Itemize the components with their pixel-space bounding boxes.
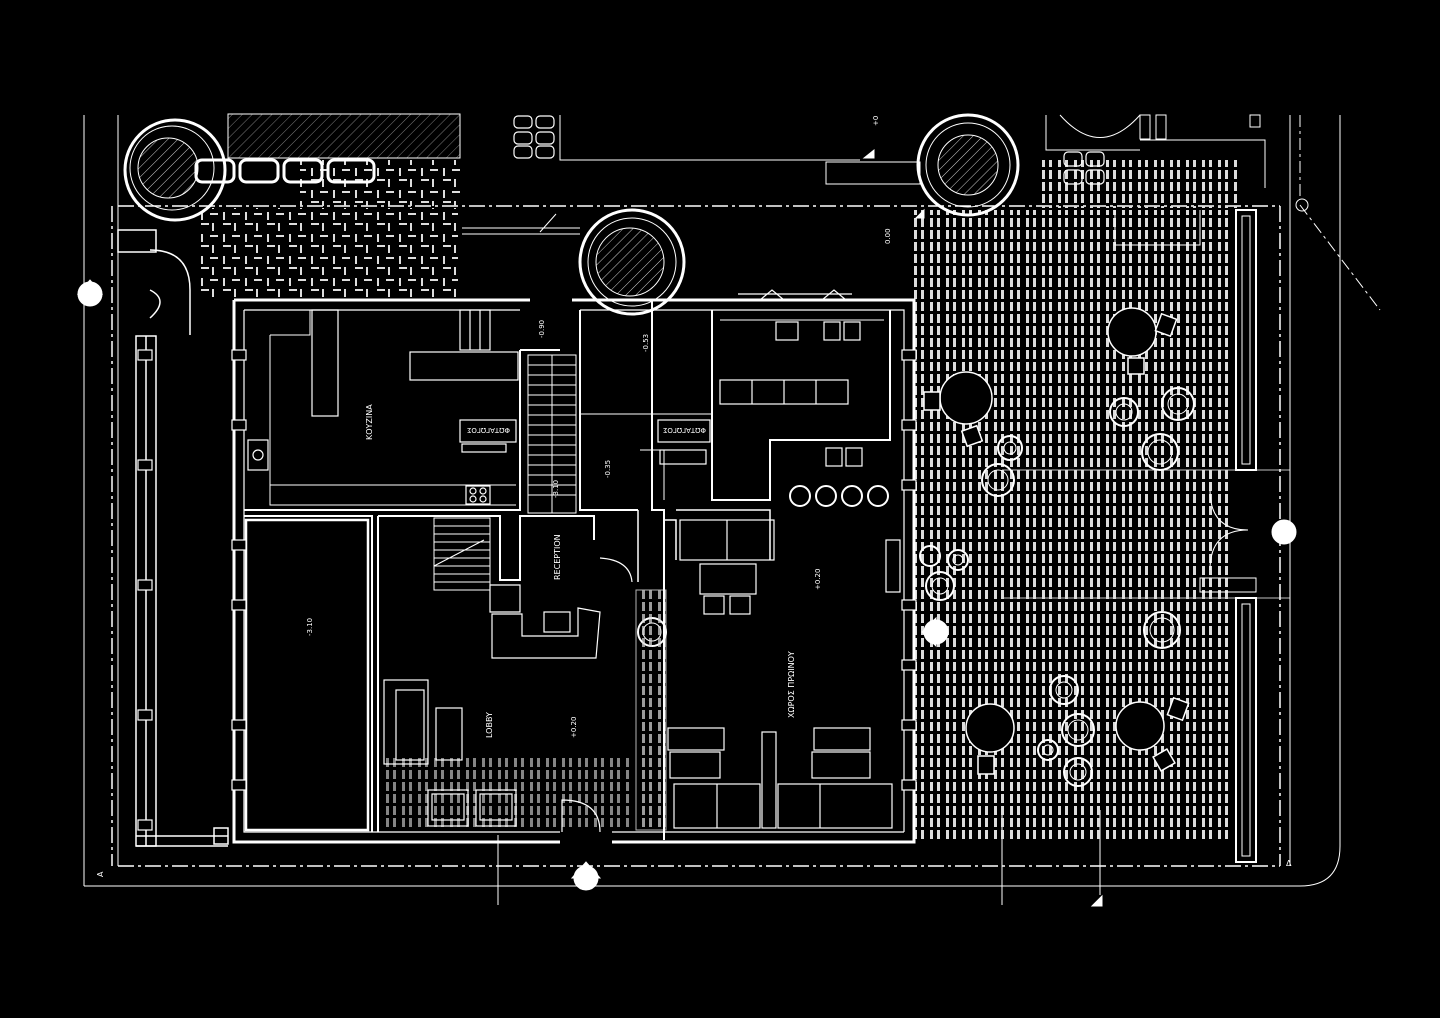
east-planters [1199, 209, 1257, 863]
column-strip [635, 589, 667, 831]
window-marks [137, 349, 917, 831]
paving-north [196, 208, 458, 300]
level-core: -0.53 [642, 334, 650, 352]
timber-deck [228, 114, 460, 158]
reception-label: RECEPTION [553, 534, 562, 580]
lobby-stair [433, 517, 491, 591]
breakfast-label: ΧΩΡΟΣ ΠΡΩΙΝΟΥ [787, 651, 796, 718]
kitchen-fixtures [247, 309, 711, 505]
terrace-tables [923, 307, 1190, 775]
level-stair-mid: -0.35 [604, 460, 612, 478]
level-stair-top: -0.90 [538, 320, 546, 338]
reception-desk [489, 584, 601, 659]
lobby-furniture [383, 557, 633, 833]
level-breakfast: +0.20 [814, 569, 822, 590]
section-mark-right: Δ [1286, 859, 1292, 868]
level-garden: 0.00 [884, 228, 892, 244]
entrance-markers [76, 148, 1297, 907]
main-stair [527, 354, 577, 514]
planter-benches [194, 158, 376, 184]
north-features [462, 114, 1266, 246]
stone-blocks [513, 115, 1105, 185]
level-lobby: +0.20 [570, 717, 578, 738]
level-top: +0 [872, 116, 880, 126]
kitchen-label: ΚΟΥΖΙΝΑ [365, 404, 374, 440]
tree-northwest [123, 118, 227, 222]
level-basement: -3.10 [306, 618, 314, 636]
lobby-label: LOBBY [485, 712, 494, 738]
breakfast-furniture [667, 289, 901, 829]
west-strip [117, 229, 229, 847]
storage-label-1: ΦΩΤΑΓΩΓΟΣ [467, 426, 510, 434]
level-stair-low: -3.10 [552, 480, 560, 498]
storage-label-2: ΦΩΤΑΓΩΓΟΣ [663, 426, 706, 434]
paving-north-2 [300, 160, 460, 206]
tree-northeast [916, 113, 1020, 217]
tree-north-center [578, 208, 686, 316]
terrace-stools [919, 387, 1195, 787]
section-mark-left: A [96, 871, 105, 877]
entrance-paving [382, 758, 630, 828]
